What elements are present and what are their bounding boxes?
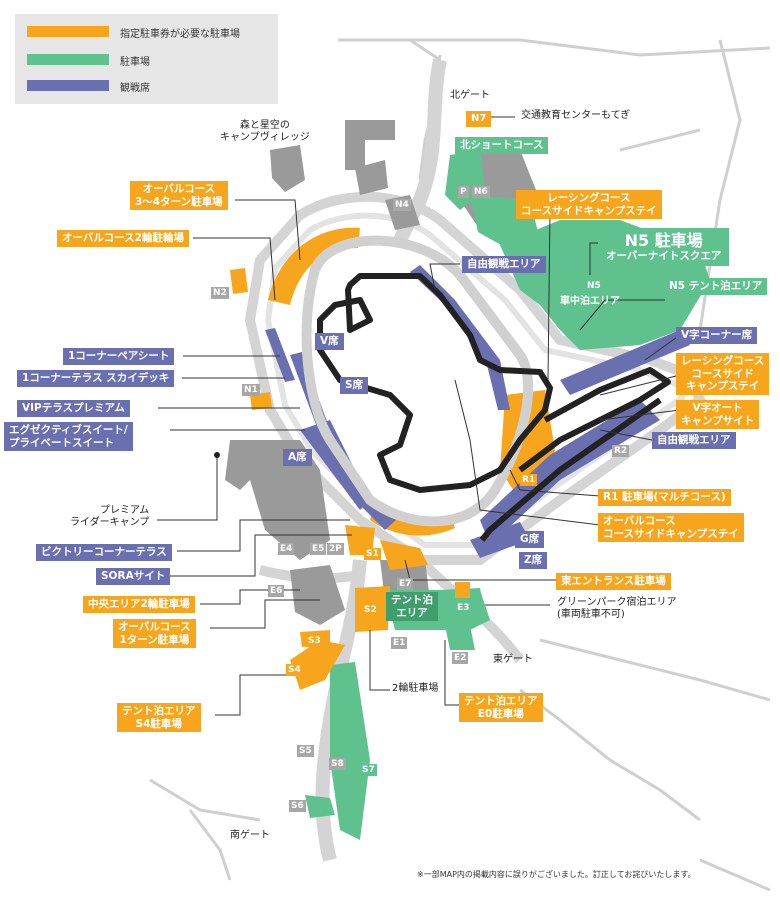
camp-village-label: 森と星空の キャンプヴィレッジ [220,120,310,143]
code-e1: E1 [391,637,408,650]
r1-parking-label: R1 駐車場(マルチコース) [598,489,731,506]
n5-tent-label: N5 テント泊エリア [664,278,768,295]
green-park-label: グリーンパーク宿泊エリア (車両駐車不可) [557,597,677,620]
premium-rider-camp-label: プレミアム ライダーキャンプ [70,505,150,528]
v-auto-camp-label: V字オート キャンプサイト [676,400,760,430]
central-2wheel-label: 中央エリア2輪駐車場 [83,596,195,613]
executive-suite-label: エグゼクティブスイート/ プライベートスイート [4,422,133,452]
north-gate-label: 北ゲート [450,90,490,101]
legend: 指定駐車券が必要な駐車場 駐車場 観戦席 [15,14,278,104]
code-2p: 2P [327,543,344,556]
oval-3-4-turn-parking-label: オーバルコース 3～4ターン駐車場 [130,181,228,211]
corner1-terrace-label: 1コーナーテラス スカイデッキ [17,370,175,387]
free-viewing-right-label: 自由観戦エリア [652,432,736,449]
code-n2: N2 [211,287,229,300]
code-e7: E7 [397,578,414,591]
code-n5: N5 [585,280,603,293]
seat-s-label: S席 [340,377,369,394]
racing-course-stay-top-label: レーシングコース コースサイドキャンプステイ [516,190,662,220]
seat-v-label: V席 [315,333,344,350]
n5-subtitle: オーバーナイトスクエア [606,250,722,263]
two-wheel-parking-label: 2輪駐車場 [392,683,439,694]
vip-terrace-label: VIPテラスプレミアム [17,400,130,417]
tent-area-center-label: テント泊 エリア [386,592,438,622]
legend-label-seats: 観戦席 [120,83,150,94]
code-s7: S7 [360,764,377,777]
free-viewing-top-label: 自由観戦エリア [462,256,546,273]
legend-swatch-orange [27,26,109,37]
east-entrance-parking-label: 東エントランス駐車場 [556,573,671,590]
legend-swatch-green [27,54,109,65]
code-s3: S3 [306,635,323,648]
oval-stay-label: オーバルコース コースサイドキャンプステイ [598,513,744,543]
n7-desc-label: 交通教育センターもてぎ [521,110,631,121]
outer-ring-road [244,191,707,565]
code-s8: S8 [329,758,346,771]
south-gate-label: 南ゲート [230,830,270,841]
code-e3: E3 [455,602,472,615]
code-s2: S2 [362,604,379,617]
north-short-course-label: 北ショートコース [455,137,549,154]
leader-lines [148,116,681,716]
code-e6: E6 [268,585,285,598]
oval-2wheel-label: オーバルコース2輪駐輪場 [57,230,189,247]
road-course-south [479,397,662,542]
tent-e0-label: テント泊エリア E0駐車場 [459,693,543,723]
code-n7: N7 [466,111,492,127]
footnote: ※一部MAP内の掲載内容に誤りがございました。訂正してお詫びいたします。 [417,870,696,879]
north-road [393,58,447,244]
code-e2: E2 [452,652,469,665]
racing-course-stay-right-label: レーシングコース コースサイド キャンプステイ [676,353,770,395]
oval-1turn-parking-label: オーバルコース 1ターン駐車場 [113,619,196,649]
code-s4: S4 [286,664,303,677]
code-s6: S6 [289,800,306,813]
n5-title: N5 駐車場 [624,231,703,250]
code-r1: R1 [520,474,538,487]
seat-a-label: A席 [283,449,312,466]
legend-swatch-blue [27,80,109,91]
sora-site-label: SORAサイト [96,568,171,585]
code-n1: N1 [242,384,260,397]
n5-parking-box: N5 駐車場 オーバーナイトスクエア [598,228,730,266]
corner1-pair-seat-label: 1コーナーペアシート [63,348,175,365]
code-p-north: P [458,186,469,199]
oval-track [301,235,534,527]
car-camping-label: 車中泊エリア [560,296,620,307]
legend-label-parking: 駐車場 [120,57,150,68]
code-s5: S5 [297,745,314,758]
east-gate-label: 東ゲート [493,654,533,665]
code-n4: N4 [393,199,411,212]
road-course-east [518,367,671,473]
victory-corner-terrace-label: ビクトリーコーナーテラス [36,544,172,561]
code-n6: N6 [472,186,490,199]
code-e5: E5 [310,543,327,556]
code-r2: R2 [612,445,630,458]
code-s1: S1 [364,548,381,561]
v-corner-seat-label: V字コーナー席 [676,327,758,344]
legend-label-reserved-parking: 指定駐車券が必要な駐車場 [120,29,240,40]
code-e4: E4 [278,543,295,556]
tent-s4-label: テント泊エリア S4駐車場 [117,703,201,733]
seat-z-label: Z席 [519,552,548,569]
seat-g-label: G席 [515,531,545,548]
road-course [317,273,553,493]
premium-rider-dot [214,452,220,458]
